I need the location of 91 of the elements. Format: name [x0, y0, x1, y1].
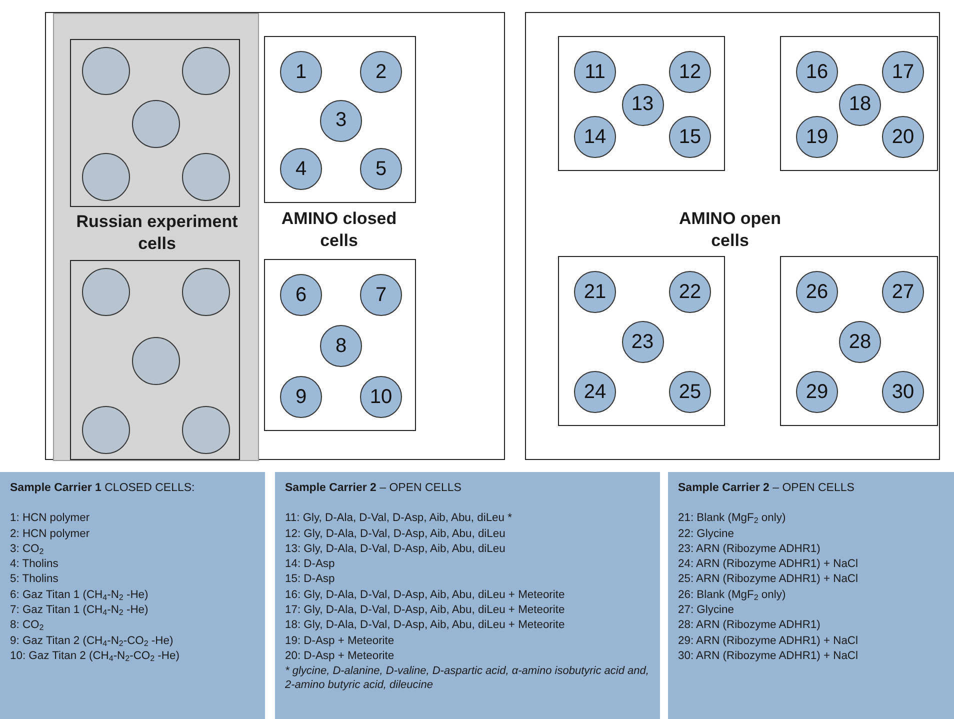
- cell-holder-frame: [264, 36, 416, 203]
- sample-cell: [182, 406, 230, 454]
- footnote: * glycine, D-alanine, D-valine, D-aspartic acid, α-amino isobutyric acid and, 2-amino butyric acid, dileucine: [285, 664, 650, 692]
- sample-cell: 9: [280, 376, 322, 418]
- sample-line: 7: Gaz Titan 1 (CH$_{4}$-N$_{2}$ -He): [10, 603, 150, 618]
- sample-cell: 4: [280, 148, 322, 190]
- panel-heading: Sample Carrier 2 – OPEN CELLS: [678, 481, 856, 496]
- sample-line: 6: Gaz Titan 1 (CH$_{4}$-N$_{2}$ -He): [10, 588, 150, 604]
- sample-line: 18: Gly, D-Ala, D-Val, D-Asp, Aib, Abu, diLeu + Meteorite: [285, 618, 566, 634]
- sample-line: 16: Gly, D-Ala, D-Val, D-Asp, Aib, Abu, diLeu + Meteorite: [285, 588, 566, 603]
- sample-carrier-frame: [45, 12, 505, 460]
- cell-holder-frame: [264, 259, 416, 431]
- sample-line: 4: Tholins: [10, 557, 60, 572]
- sample-cell: [132, 337, 180, 385]
- sample-cell: 11: [574, 51, 616, 93]
- sample-cell: 8: [320, 325, 362, 367]
- sample-line: 25: ARN (Ribozyme ADHR1) + NaCl: [678, 572, 859, 588]
- cell-holder-frame: [70, 260, 240, 460]
- sample-line: 10: Gaz Titan 2 (CH$_{4}$-N$_{2}$-CO$_{2}$ -He): [10, 648, 180, 664]
- sample-cell: [82, 406, 130, 454]
- sample-cell: 22: [669, 271, 711, 313]
- sample-cell: [132, 100, 180, 148]
- sample-cell: 28: [839, 321, 881, 363]
- panel-heading: Sample Carrier 2 – OPEN CELLS: [285, 481, 462, 496]
- sample-cell: 2: [360, 51, 402, 93]
- sample-cell: 20: [882, 116, 924, 158]
- sample-cell: 12: [669, 51, 711, 93]
- sample-line: 15: D-Asp: [285, 572, 336, 588]
- sample-line: 28: ARN (Ribozyme ADHR1): [678, 618, 822, 634]
- sample-line: 14: D-Asp: [285, 557, 336, 572]
- group-label: Russian experiment cells: [75, 211, 239, 255]
- sample-cell: 13: [622, 84, 664, 126]
- sample-cell: 10: [360, 376, 402, 418]
- sample-cell: 1: [280, 51, 322, 93]
- sample-cell: 7: [360, 274, 402, 316]
- sample-cell: 14: [574, 116, 616, 158]
- sample-cell: 6: [280, 274, 322, 316]
- sample-cell: 27: [882, 271, 924, 313]
- sample-cell: 3: [320, 100, 362, 142]
- sample-cell: [82, 268, 130, 316]
- sample-line: 23: ARN (Ribozyme ADHR1): [678, 542, 822, 557]
- sample-cell: 17: [882, 51, 924, 93]
- sample-cell: 25: [669, 371, 711, 413]
- sample-line: 9: Gaz Titan 2 (CH$_{4}$-N$_{2}$-CO$_{2}$ -He): [10, 634, 174, 649]
- sample-line: 17: Gly, D-Ala, D-Val, D-Asp, Aib, Abu, diLeu + Meteorite: [285, 603, 566, 618]
- sample-cell: [182, 153, 230, 201]
- sample-line: 29: ARN (Ribozyme ADHR1) + NaCl: [678, 634, 859, 649]
- sample-line: 1: HCN polymer: [10, 511, 91, 526]
- sample-line: 22: Glycine: [678, 526, 735, 542]
- sample-line: 26: Blank (MgF$_{2}$ only): [678, 588, 787, 604]
- sample-line: 8: CO$_{2}$: [10, 618, 45, 634]
- panel-heading: Sample Carrier 1 CLOSED CELLS:: [10, 481, 196, 496]
- cell-holder-frame: [780, 36, 938, 171]
- sample-cell: 24: [574, 371, 616, 413]
- group-label: AMINO closed cells: [280, 208, 398, 252]
- sample-list-panel: [0, 472, 265, 719]
- group-label: AMINO open cells: [678, 208, 782, 252]
- sample-carrier-frame: [525, 12, 940, 460]
- sample-list-panel: [275, 472, 660, 719]
- sample-cell: [82, 153, 130, 201]
- sample-line: 5: Tholins: [10, 572, 60, 588]
- sample-cell: 29: [796, 371, 838, 413]
- sample-cell: 26: [796, 271, 838, 313]
- sample-line: 19: D-Asp + Meteorite: [285, 634, 396, 649]
- sample-line: 24: ARN (Ribozyme ADHR1) + NaCl: [678, 557, 859, 572]
- sample-cell: [182, 47, 230, 95]
- russian-cells-panel: [53, 13, 259, 461]
- sample-line: 30: ARN (Ribozyme ADHR1) + NaCl: [678, 648, 859, 664]
- sample-cell: 19: [796, 116, 838, 158]
- sample-cell: 15: [669, 116, 711, 158]
- sample-cell: 5: [360, 148, 402, 190]
- sample-cell: [182, 268, 230, 316]
- sample-line: 21: Blank (MgF$_{2}$ only): [678, 511, 787, 527]
- sample-line: 3: CO$_{2}$: [10, 542, 45, 558]
- sample-line: 12: Gly, D-Ala, D-Val, D-Asp, Aib, Abu, diLeu: [285, 526, 506, 542]
- cell-holder-frame: [70, 39, 240, 207]
- sample-line: 13: Gly, D-Ala, D-Val, D-Asp, Aib, Abu, diLeu: [285, 542, 506, 557]
- sample-line: 11: Gly, D-Ala, D-Val, D-Asp, Aib, Abu, diLeu *: [285, 511, 513, 526]
- sample-list-panel: [668, 472, 954, 719]
- cell-holder-frame: [780, 256, 938, 426]
- sample-cell: 16: [796, 51, 838, 93]
- sample-line: 27: Glycine: [678, 603, 735, 618]
- sample-cell: 30: [882, 371, 924, 413]
- sample-cell: 21: [574, 271, 616, 313]
- sample-line: 20: D-Asp + Meteorite: [285, 648, 396, 664]
- sample-cell: 18: [839, 84, 881, 126]
- sample-cell: 23: [622, 321, 664, 363]
- sample-line: 2: HCN polymer: [10, 526, 91, 542]
- sample-cell: [82, 47, 130, 95]
- cell-holder-frame: [558, 36, 725, 171]
- cell-holder-frame: [558, 256, 725, 426]
